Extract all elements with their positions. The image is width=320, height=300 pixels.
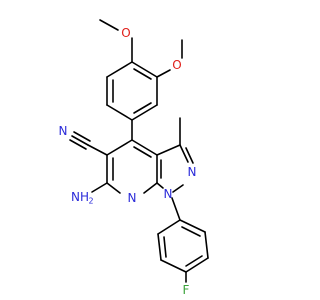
bond-nitrile-triple-3 bbox=[73, 131, 91, 142]
amino-subscript: 2 bbox=[88, 197, 93, 206]
pyridine-nitrogen-label: N bbox=[128, 191, 137, 205]
bond-nitrile-triple-2 bbox=[69, 139, 87, 150]
bond-n1-aryl bbox=[171, 197, 181, 221]
dimethoxyphenyl-ring bbox=[106, 61, 158, 121]
nitrile-nitrogen-label: N bbox=[59, 124, 68, 138]
pyrazole-ring bbox=[156, 144, 194, 193]
fluorine-label: F bbox=[183, 283, 190, 297]
bond-c6-nh2 bbox=[91, 182, 108, 193]
bond-ring-o-right bbox=[156, 69, 171, 78]
oxygen-label-top: O bbox=[121, 26, 130, 40]
oxygen-label-right: O bbox=[172, 58, 181, 72]
amino-label: NH bbox=[71, 190, 89, 204]
fluorophenyl-ring bbox=[157, 219, 209, 273]
chemical-structure-diagram: O O N NH 2 N N N F bbox=[59, 19, 209, 297]
bonds bbox=[69, 19, 209, 283]
bond-methyl-o-top bbox=[99, 19, 119, 31]
pyridine-ring bbox=[106, 139, 158, 194]
pyrazole-n2-label: N bbox=[188, 165, 197, 179]
pyrazole-n1-label: N bbox=[164, 187, 173, 201]
atom-labels: O O N NH 2 N N N F bbox=[59, 26, 197, 297]
bond-nitrile-triple-1 bbox=[71, 135, 89, 146]
bond-c5-cn bbox=[87, 144, 108, 156]
